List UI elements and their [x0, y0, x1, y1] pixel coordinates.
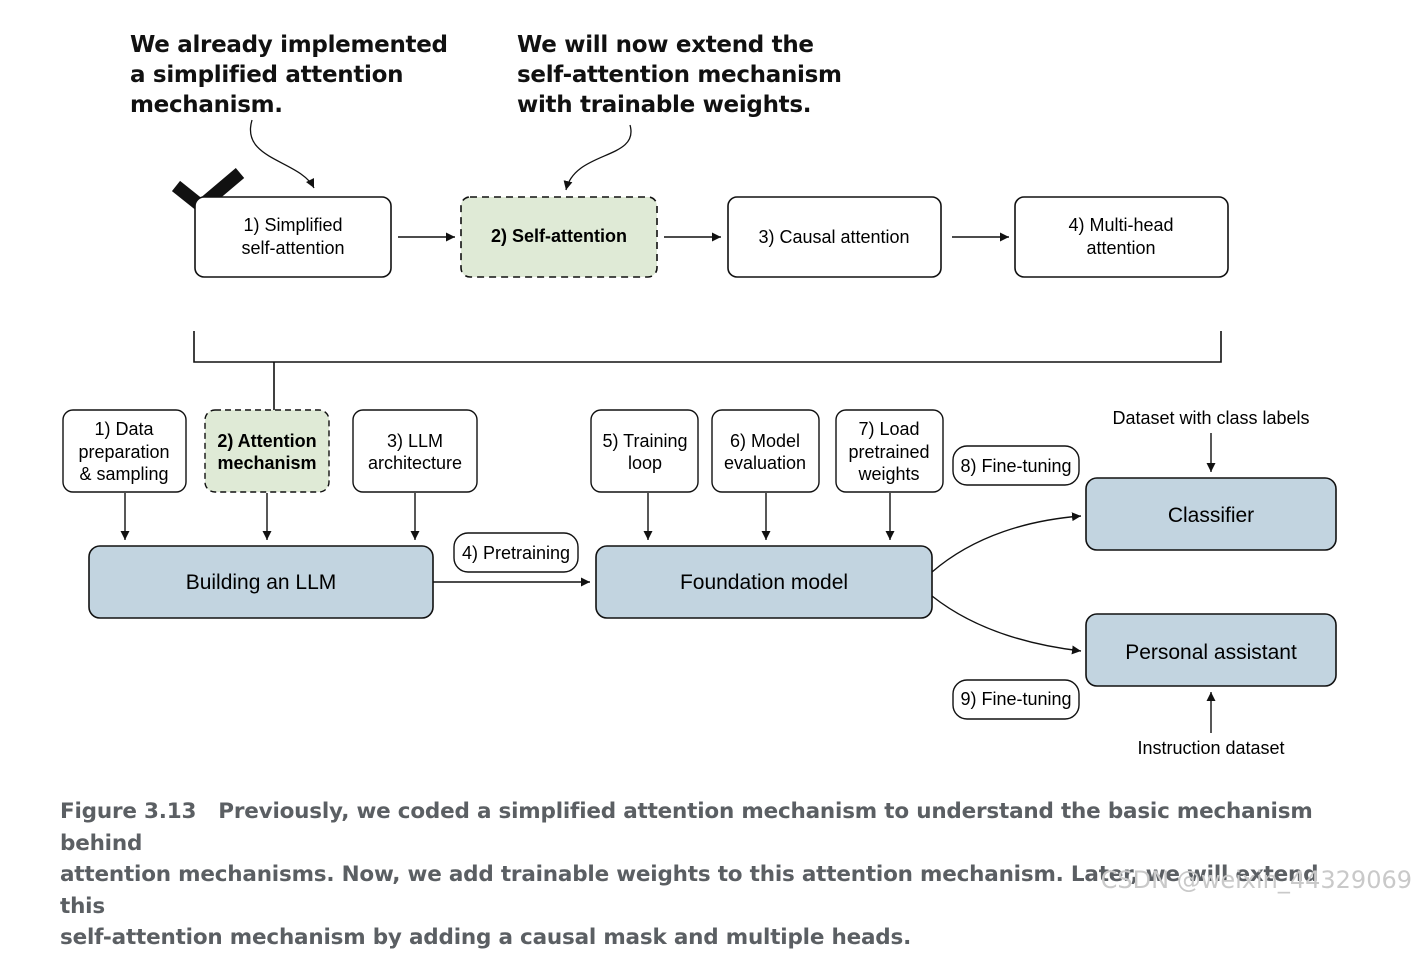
stage-label: architecture: [368, 453, 462, 473]
step-label: 4) Multi-head: [1068, 215, 1173, 235]
stage-label: loop: [628, 453, 662, 473]
stage-label: 5) Training: [602, 431, 687, 451]
watermark: CSDN @weixin_44329069: [1100, 866, 1412, 894]
diagram-canvas: 1) Simplified self-attention 2) Self-att…: [62, 119, 1337, 758]
stage-label: evaluation: [724, 453, 806, 473]
stage-label: pretrained: [848, 442, 929, 462]
annotation-left-line: a simplified attention: [130, 62, 404, 88]
box-foundation-model: Foundation model: [595, 545, 933, 619]
annotation-right-line: with trainable weights.: [517, 92, 812, 118]
stage-pretraining: 4) Pretraining: [453, 532, 579, 573]
step-label: 1) Simplified: [243, 215, 342, 235]
stage-load-pretrained-weights: 7) Load pretrained weights: [835, 409, 944, 493]
stage-label: preparation: [78, 442, 169, 462]
annotation-left-line: mechanism.: [130, 92, 283, 118]
box-label: Building an LLM: [186, 571, 337, 594]
stage-llm-architecture: 3) LLM architecture: [352, 409, 478, 493]
figure-label: Figure 3.13: [60, 799, 197, 824]
step-causal-attention: 3) Causal attention: [727, 196, 942, 278]
stage-fine-tuning-9: 9) Fine-tuning: [952, 679, 1080, 720]
box-personal-assistant: Personal assistant: [1085, 613, 1337, 687]
stage-label: 2) Attention: [217, 431, 316, 451]
input-instruction-dataset: Instruction dataset: [1137, 738, 1284, 758]
stage-label: 1) Data: [94, 419, 154, 439]
annotation-right-line: We will now extend the: [517, 32, 814, 58]
stage-label: 9) Fine-tuning: [960, 689, 1071, 709]
arrow: [931, 512, 1082, 573]
box-building-llm: Building an LLM: [88, 545, 434, 619]
box-classifier: Classifier: [1085, 477, 1337, 551]
stage-label: 3) LLM: [387, 431, 443, 451]
annotation-right-line: self-attention mechanism: [517, 62, 842, 88]
stage-model-evaluation: 6) Model evaluation: [711, 409, 820, 493]
stage-label: 8) Fine-tuning: [960, 456, 1071, 476]
step-label: self-attention: [241, 238, 344, 258]
annotation-left-line: We already implemented: [130, 32, 448, 58]
box-label: Classifier: [1168, 504, 1254, 527]
annotation-right: We will now extend the self-attention me…: [517, 30, 842, 120]
arrow: [931, 595, 1082, 655]
step-label: 3) Causal attention: [758, 227, 909, 247]
stage-label: weights: [857, 464, 919, 484]
stage-label: & sampling: [79, 464, 168, 484]
step-simplified-self-attention: 1) Simplified self-attention: [194, 196, 392, 278]
stage-label: 6) Model: [730, 431, 800, 451]
stage-label: mechanism: [217, 453, 316, 473]
stage-label: 7) Load: [858, 419, 919, 439]
caption-line: attention mechanisms. Now, we add traina…: [60, 862, 1319, 919]
input-class-labels: Dataset with class labels: [1112, 408, 1309, 428]
stage-attention-mechanism: 2) Attention mechanism: [204, 409, 330, 493]
caption-text: Previously, we coded a simplified attent…: [60, 799, 1313, 856]
figure: We already implemented a simplified atte…: [60, 30, 1412, 950]
stage-fine-tuning-8: 8) Fine-tuning: [952, 445, 1080, 486]
step-multi-head-attention: 4) Multi-head attention: [1014, 196, 1229, 278]
stage-data-preparation: 1) Data preparation & sampling: [62, 409, 187, 493]
annotation-right-pointer: [563, 124, 632, 191]
step-self-attention: 2) Self-attention: [460, 196, 658, 278]
box-label: Foundation model: [680, 571, 848, 594]
box-label: Personal assistant: [1125, 641, 1297, 664]
annotation-left-pointer: [249, 119, 315, 189]
caption-line: self-attention mechanism by adding a cau…: [60, 925, 912, 950]
stage-training-loop: 5) Training loop: [590, 409, 699, 493]
bracket: [193, 331, 1222, 410]
annotation-left: We already implemented a simplified atte…: [130, 30, 448, 120]
stage-label: 4) Pretraining: [462, 543, 570, 563]
step-label: attention: [1086, 238, 1155, 258]
step-label: 2) Self-attention: [491, 226, 627, 246]
